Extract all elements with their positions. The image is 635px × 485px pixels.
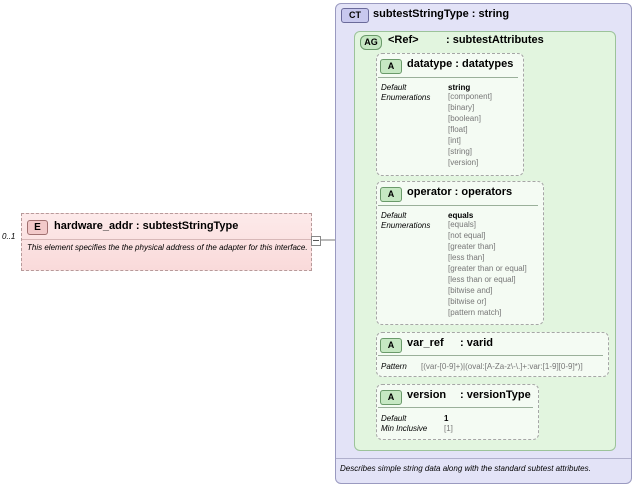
element-documentation: This element specifies the the physical … bbox=[27, 243, 308, 252]
enumeration-item: [string] bbox=[448, 147, 473, 156]
pattern-label: Pattern bbox=[381, 362, 407, 371]
enumeration-item: [less than or equal] bbox=[448, 275, 516, 284]
attribute-badge-icon: A bbox=[380, 390, 402, 405]
enumerations-label: Enumerations bbox=[381, 93, 431, 102]
occurrence-label: 0..1 bbox=[2, 232, 16, 241]
element-header: E hardware_addr : subtestStringType bbox=[22, 214, 311, 240]
attribute-divider bbox=[378, 355, 603, 356]
attribute-badge-icon: A bbox=[380, 187, 402, 202]
complex-type-title: subtestStringType : string bbox=[373, 8, 510, 20]
attribute-divider bbox=[378, 407, 533, 408]
enumeration-item: [int] bbox=[448, 136, 461, 145]
attribute-group-title: : subtestAttributes bbox=[446, 34, 544, 46]
pattern-value: [(var-[0-9]+)|(oval:[A-Za-z\-\.]+:var:[1… bbox=[421, 362, 583, 371]
default-value: string bbox=[448, 83, 471, 92]
enumeration-item: [less than] bbox=[448, 253, 485, 262]
attribute-title: var_ref bbox=[407, 337, 444, 349]
default-value: equals bbox=[448, 211, 474, 220]
default-label: Default bbox=[381, 83, 407, 92]
enumerations-label: Enumerations bbox=[381, 221, 431, 230]
attribute-group-badge-icon: AG bbox=[360, 35, 382, 50]
enumeration-list: [component] [binary] [boolean] [float] [… bbox=[448, 91, 492, 168]
enumeration-item: [pattern match] bbox=[448, 308, 502, 317]
attribute-badge-icon: A bbox=[380, 338, 402, 353]
enumeration-list: [equals] [not equal] [greater than] [les… bbox=[448, 219, 527, 318]
attribute-group-ref: <Ref> bbox=[388, 34, 419, 46]
default-label: Default bbox=[381, 414, 407, 423]
attribute-type: : versionType bbox=[460, 389, 531, 401]
attribute-var-ref[interactable] bbox=[376, 332, 609, 377]
complex-type-documentation: Describes simple string data along with … bbox=[340, 464, 591, 473]
enumeration-item: [binary] bbox=[448, 103, 475, 112]
enumeration-item: [bitwise and] bbox=[448, 286, 493, 295]
complex-type-badge-icon: CT bbox=[341, 8, 369, 23]
attribute-badge-icon: A bbox=[380, 59, 402, 74]
attribute-title: operator : operators bbox=[407, 186, 513, 198]
enumeration-item: [greater than] bbox=[448, 242, 496, 251]
attribute-title: version bbox=[407, 389, 447, 401]
attribute-version[interactable] bbox=[376, 384, 539, 440]
attribute-divider bbox=[378, 77, 518, 78]
complex-type-divider bbox=[336, 458, 631, 459]
element-badge-icon: E bbox=[27, 220, 48, 235]
enumeration-item: [not equal] bbox=[448, 231, 486, 240]
enumeration-item: [version] bbox=[448, 158, 479, 167]
attribute-divider bbox=[378, 205, 538, 206]
default-value: 1 bbox=[444, 414, 449, 423]
enumeration-item: [equals] bbox=[448, 220, 477, 229]
default-label: Default bbox=[381, 211, 407, 220]
expand-collapse-icon[interactable] bbox=[311, 236, 321, 246]
enumeration-item: [float] bbox=[448, 125, 468, 134]
element-title: hardware_addr : subtestStringType bbox=[54, 220, 239, 232]
enumeration-item: [greater than or equal] bbox=[448, 264, 527, 273]
min-inclusive-label: Min Inclusive bbox=[381, 424, 428, 433]
enumeration-item: [component] bbox=[448, 92, 493, 101]
enumeration-item: [bitwise or] bbox=[448, 297, 487, 306]
element-hardware-addr[interactable]: E hardware_addr : subtestStringType This… bbox=[21, 213, 312, 271]
attribute-type: : varid bbox=[460, 337, 494, 349]
enumeration-item: [boolean] bbox=[448, 114, 481, 123]
min-inclusive-value: [1] bbox=[444, 424, 453, 433]
attribute-title: datatype : datatypes bbox=[407, 58, 514, 70]
